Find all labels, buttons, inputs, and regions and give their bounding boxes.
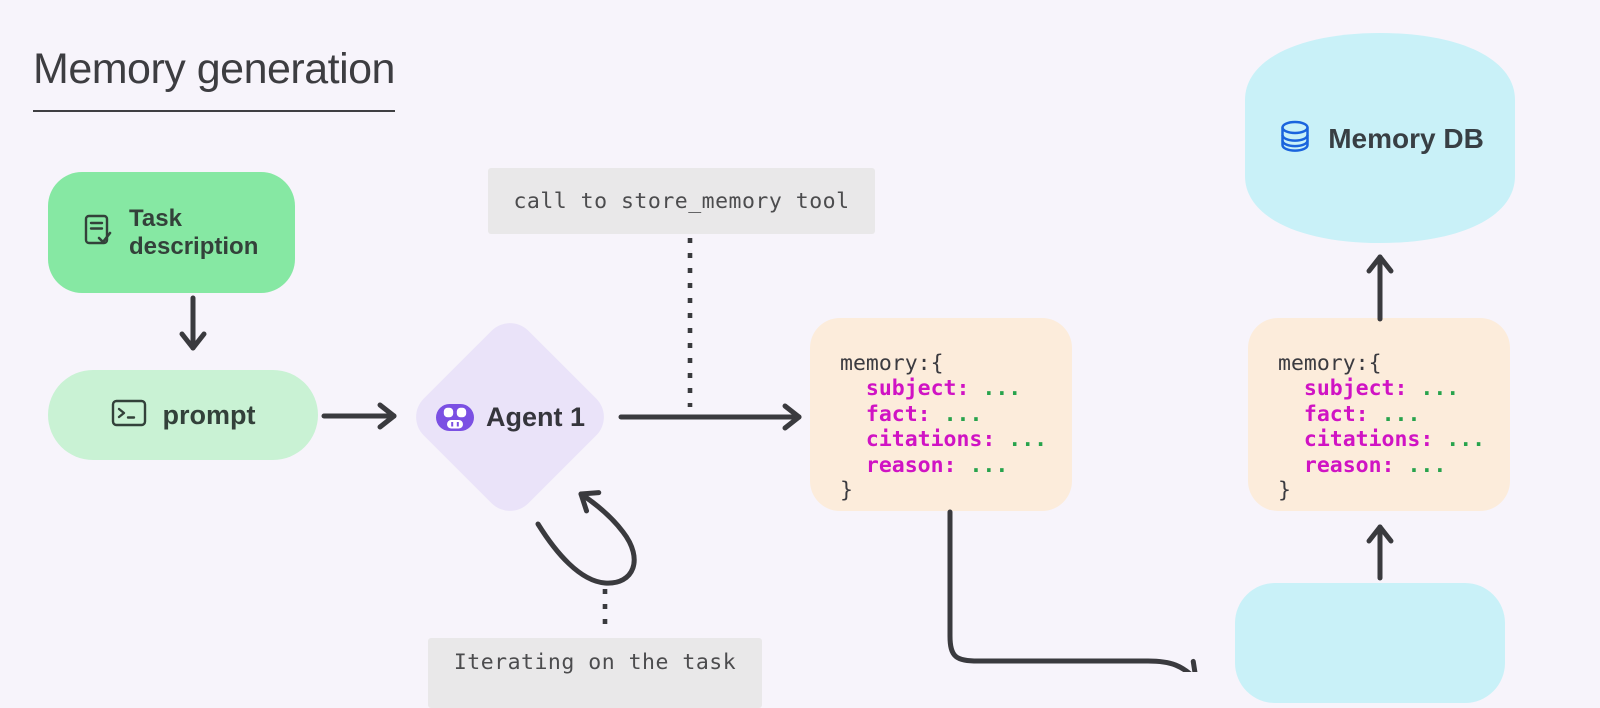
agent-self-loop-arrow (535, 490, 637, 586)
robot-icon (435, 397, 475, 438)
task-description-label: Task description (129, 204, 259, 260)
code-open: memory:{ (1278, 350, 1382, 376)
code-value: ... (969, 452, 1009, 478)
task-description-node: Task description (48, 172, 295, 293)
code-key: reason: (1303, 452, 1395, 478)
code-value: ... (1381, 401, 1421, 427)
memory-db-label: Memory DB (1328, 123, 1484, 154)
code-close: } (840, 478, 853, 503)
database-icon (1276, 119, 1314, 160)
code-key: citations: (865, 427, 996, 452)
memory-db-node: Memory DB (1250, 112, 1510, 166)
document-check-icon (78, 212, 114, 253)
agent-label: Agent 1 (485, 401, 585, 432)
iterating-label: Iterating on the task (453, 650, 737, 675)
tool-call-node: call to store_memory tool (488, 168, 875, 234)
memory-output-node-2: memory:{ subject: ... fact: ... citation… (1248, 318, 1510, 511)
code-key: citations: (1303, 427, 1434, 452)
code-open: memory:{ (840, 350, 944, 376)
tool-call-label: call to store_memory tool (513, 188, 850, 214)
code-key: subject: (1303, 376, 1408, 401)
prompt-node: prompt (48, 370, 318, 460)
prompt-label: prompt (162, 399, 256, 430)
terminal-icon (111, 398, 147, 433)
code-close: } (1278, 478, 1291, 503)
code-value: ... (982, 376, 1022, 401)
code-value: ... (1420, 376, 1460, 401)
code-key: subject: (865, 376, 970, 401)
code-key: fact: (1303, 401, 1369, 427)
agent-node: Agent 1 (410, 390, 610, 444)
iterating-node: Iterating on the task (428, 638, 762, 708)
code-value: ... (1008, 427, 1048, 452)
bottom-store-node (1235, 583, 1505, 703)
memory-code-block: memory:{ subject: ... fact: ... citation… (1278, 351, 1485, 504)
code-value: ... (1407, 452, 1447, 478)
code-key: fact: (865, 401, 931, 427)
memory-output-node-1: memory:{ subject: ... fact: ... citation… (810, 318, 1072, 511)
code-value: ... (943, 401, 983, 427)
code-key: reason: (865, 452, 957, 478)
arrow-memory-to-bottom-store (947, 509, 1199, 672)
code-value: ... (1446, 427, 1486, 452)
page-title: Memory generation (33, 45, 395, 112)
memory-code-block: memory:{ subject: ... fact: ... citation… (840, 351, 1047, 504)
